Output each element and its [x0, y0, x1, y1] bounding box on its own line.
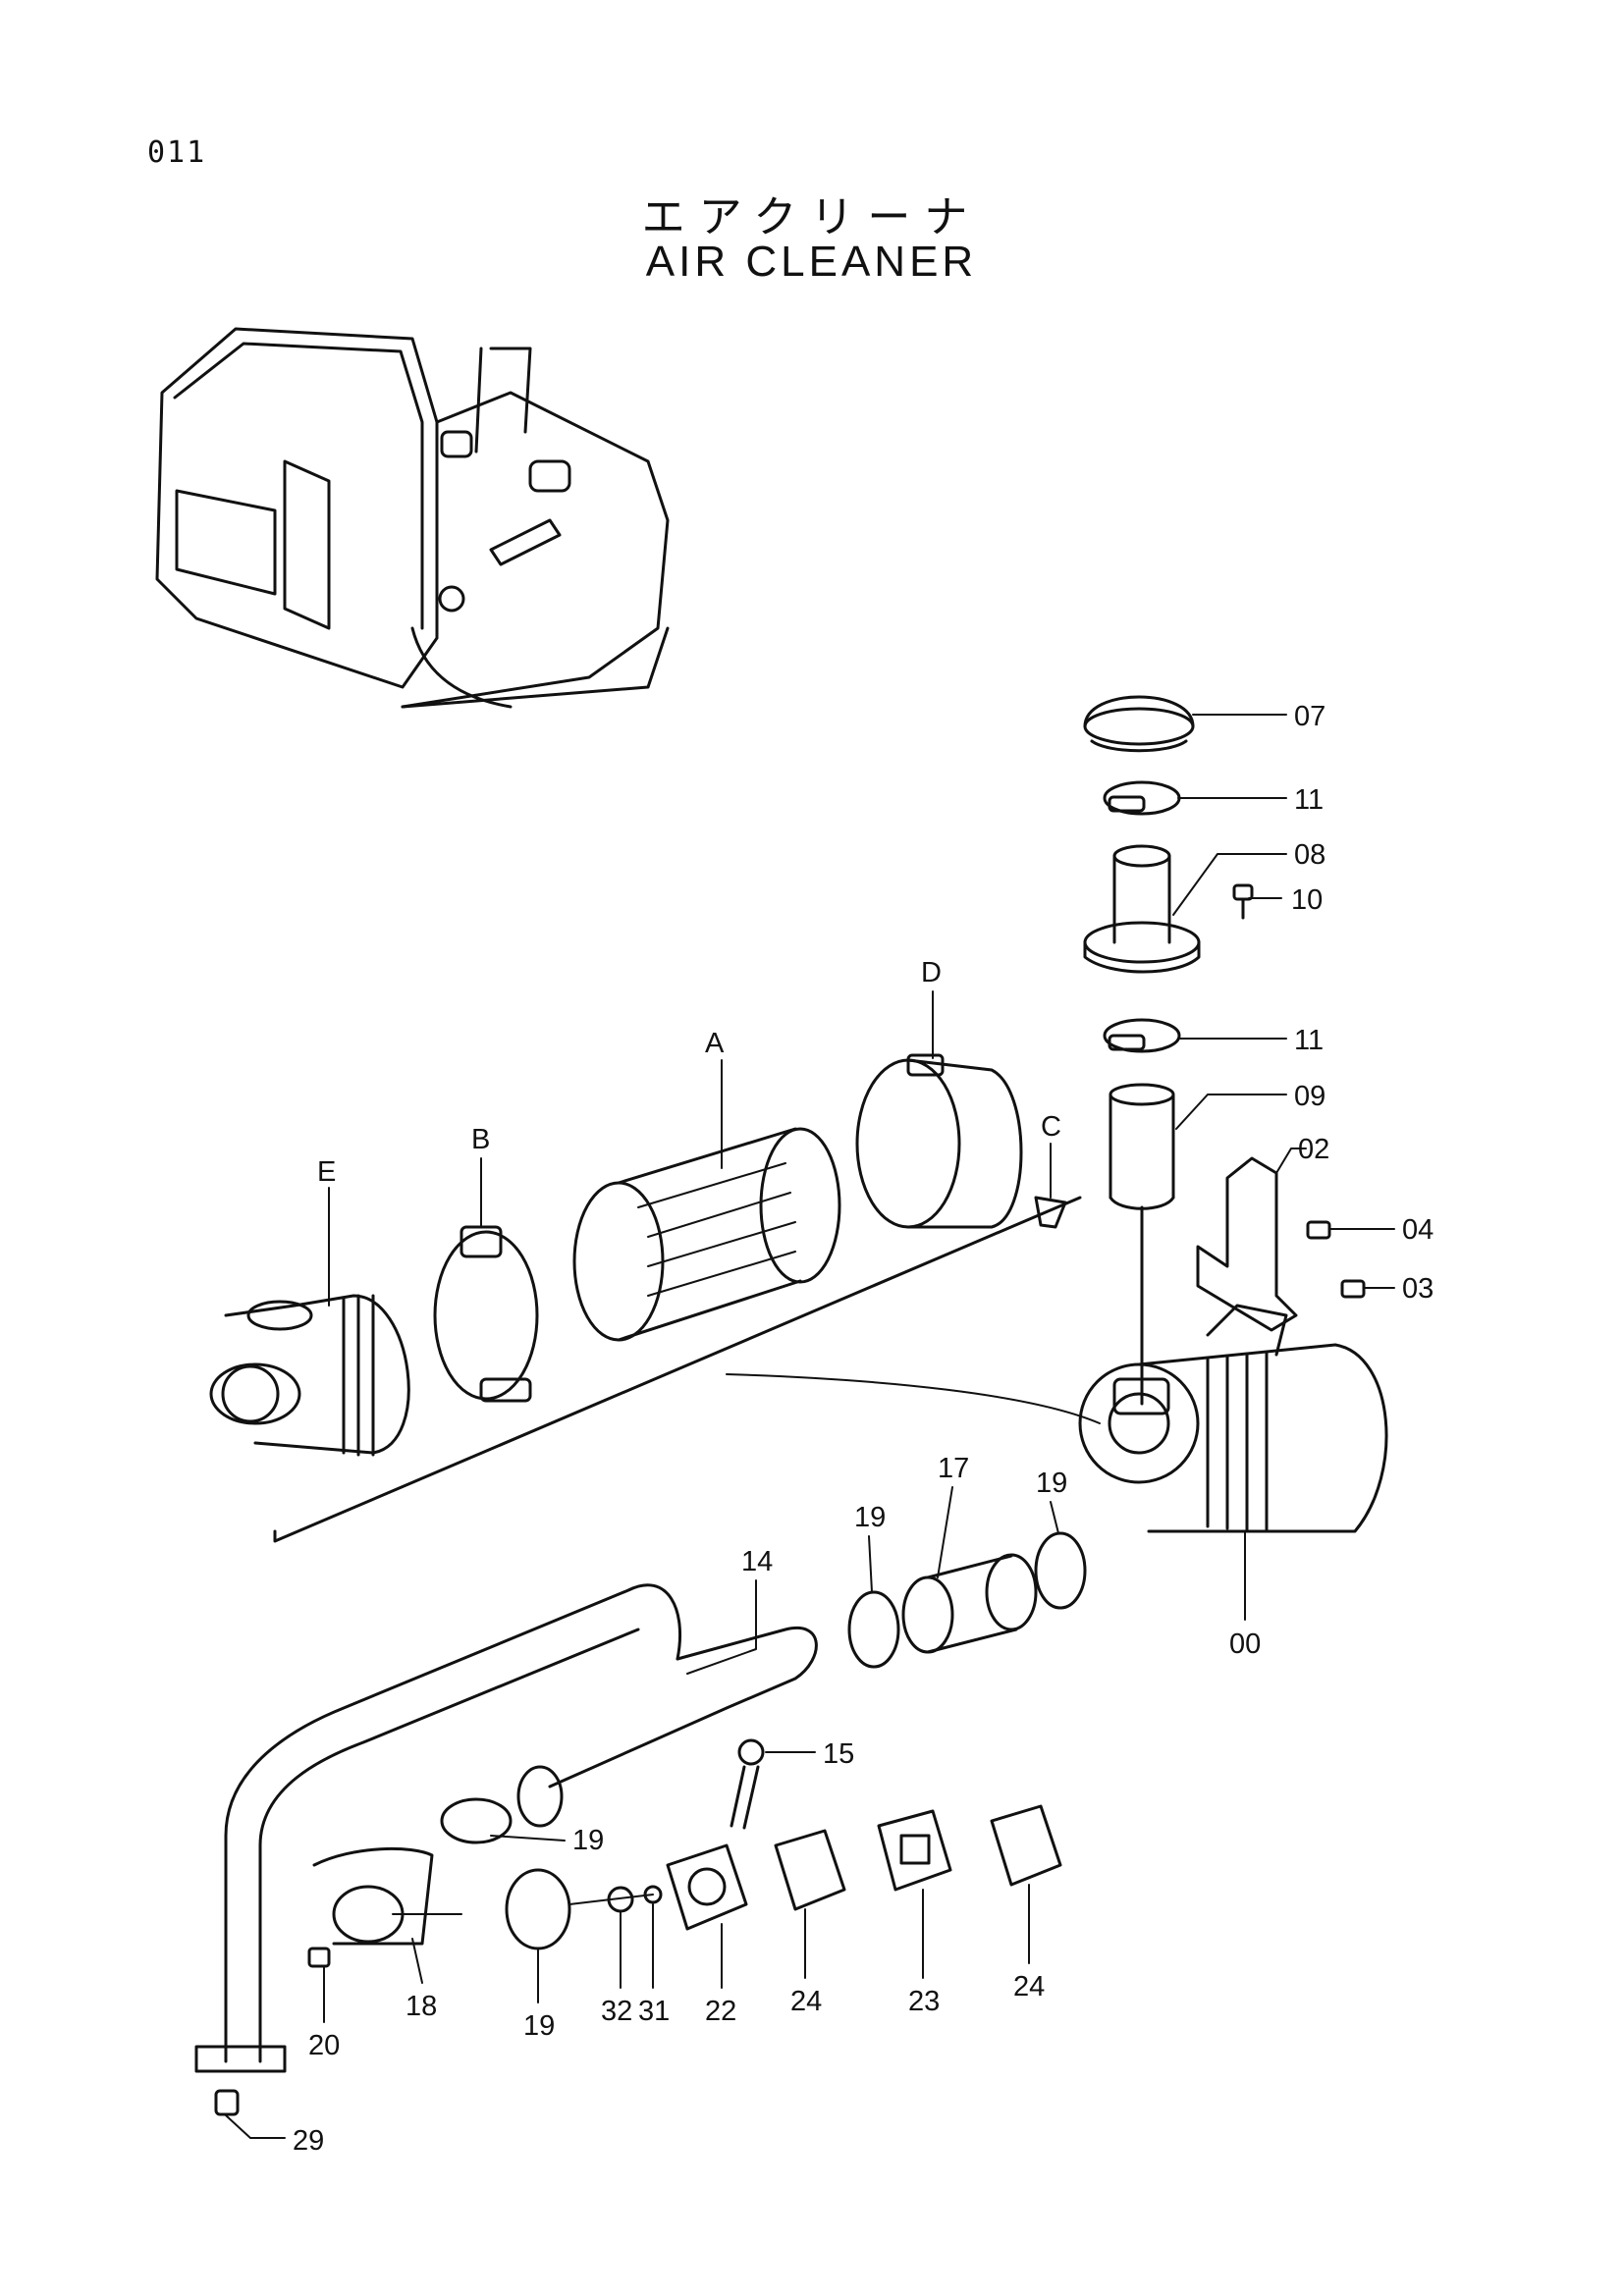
- part-11-hose-clamp-upper: [1103, 780, 1181, 816]
- part-04-bolt: [1306, 1220, 1331, 1240]
- part-17-hose: [901, 1553, 1038, 1654]
- label-31: 31: [638, 1996, 670, 2027]
- machine-overview-illustration: [155, 327, 670, 709]
- part-02-bracket: [1196, 1156, 1298, 1332]
- page-title-japanese: エアクリーナ: [641, 192, 982, 242]
- exploded-view-leader: [726, 1373, 1101, 1424]
- label-D: D: [921, 957, 942, 988]
- part-07-rain-cap: [1083, 695, 1195, 753]
- part-09-hose: [1109, 1083, 1175, 1406]
- label-03: 03: [1402, 1273, 1434, 1305]
- part-18-elbow-hose: [312, 1846, 434, 1946]
- part-11-hose-clamp-lower: [1103, 1018, 1181, 1053]
- part-24-gasket-right: [990, 1804, 1062, 1887]
- label-18: 18: [406, 1991, 437, 2022]
- label-10: 10: [1291, 884, 1323, 916]
- label-19-lower: 19: [523, 2010, 555, 2042]
- label-19-left: 19: [854, 1502, 886, 1533]
- label-09: 09: [1294, 1081, 1325, 1112]
- label-20: 20: [308, 2030, 340, 2061]
- label-17: 17: [938, 1453, 969, 1484]
- label-04: 04: [1402, 1214, 1434, 1246]
- part-23-screen: [877, 1809, 952, 1892]
- label-14: 14: [741, 1546, 773, 1577]
- part-03-bolt: [1340, 1279, 1366, 1299]
- label-11-lower: 11: [1294, 1025, 1324, 1056]
- part-15-sensor: [730, 1738, 765, 1830]
- part-19-clamp-lower: [505, 1868, 571, 1950]
- part-19-clamp-right: [1034, 1531, 1087, 1610]
- part-C-vacuator-valve: [1034, 1196, 1067, 1229]
- part-labels: 07 11 08 10 11 09 02 04 03 00 A B C D E …: [293, 701, 1434, 2157]
- label-32: 32: [601, 1996, 632, 2027]
- part-29-drain-plug: [214, 2089, 240, 2116]
- part-20-bolt: [307, 1947, 331, 1968]
- label-15: 15: [823, 1738, 854, 1770]
- part-19-clamp-mid: [440, 1797, 513, 1844]
- label-19-mid: 19: [572, 1825, 604, 1856]
- part-00-air-cleaner-assembly: [1078, 1304, 1388, 1533]
- part-22-flange: [666, 1843, 748, 1931]
- label-24-left: 24: [790, 1986, 822, 2017]
- part-08-flanged-pipe: [1083, 844, 1201, 974]
- part-19-clamp-left: [847, 1590, 900, 1669]
- label-19-right: 19: [1036, 1468, 1067, 1499]
- page-title-english: AIR CLEANER: [645, 238, 978, 286]
- exploded-view-bracket-line: [273, 1196, 1082, 1543]
- label-07: 07: [1294, 701, 1325, 732]
- label-29: 29: [293, 2125, 324, 2157]
- label-C: C: [1041, 1111, 1061, 1143]
- label-22: 22: [705, 1996, 736, 2027]
- part-10-bolt: [1232, 883, 1254, 920]
- page-number: 011: [147, 135, 207, 170]
- part-A-filter-element: [572, 1127, 841, 1342]
- label-08: 08: [1294, 839, 1325, 871]
- part-E-cleaner-housing: [209, 1294, 410, 1457]
- label-B: B: [471, 1124, 490, 1155]
- leader-lines: [225, 714, 1395, 2139]
- label-A: A: [705, 1028, 725, 1059]
- label-02: 02: [1298, 1134, 1329, 1165]
- part-14-intake-pipe: [194, 1583, 818, 2073]
- part-24-gasket-left: [774, 1829, 846, 1911]
- label-00: 00: [1229, 1629, 1261, 1660]
- label-E: E: [317, 1156, 336, 1188]
- label-24-right: 24: [1013, 1971, 1045, 2002]
- label-11-upper: 11: [1294, 784, 1324, 816]
- part-D-cleaner-cover: [855, 1053, 1023, 1229]
- label-23: 23: [908, 1986, 940, 2017]
- part-B-band-clamp: [433, 1225, 539, 1403]
